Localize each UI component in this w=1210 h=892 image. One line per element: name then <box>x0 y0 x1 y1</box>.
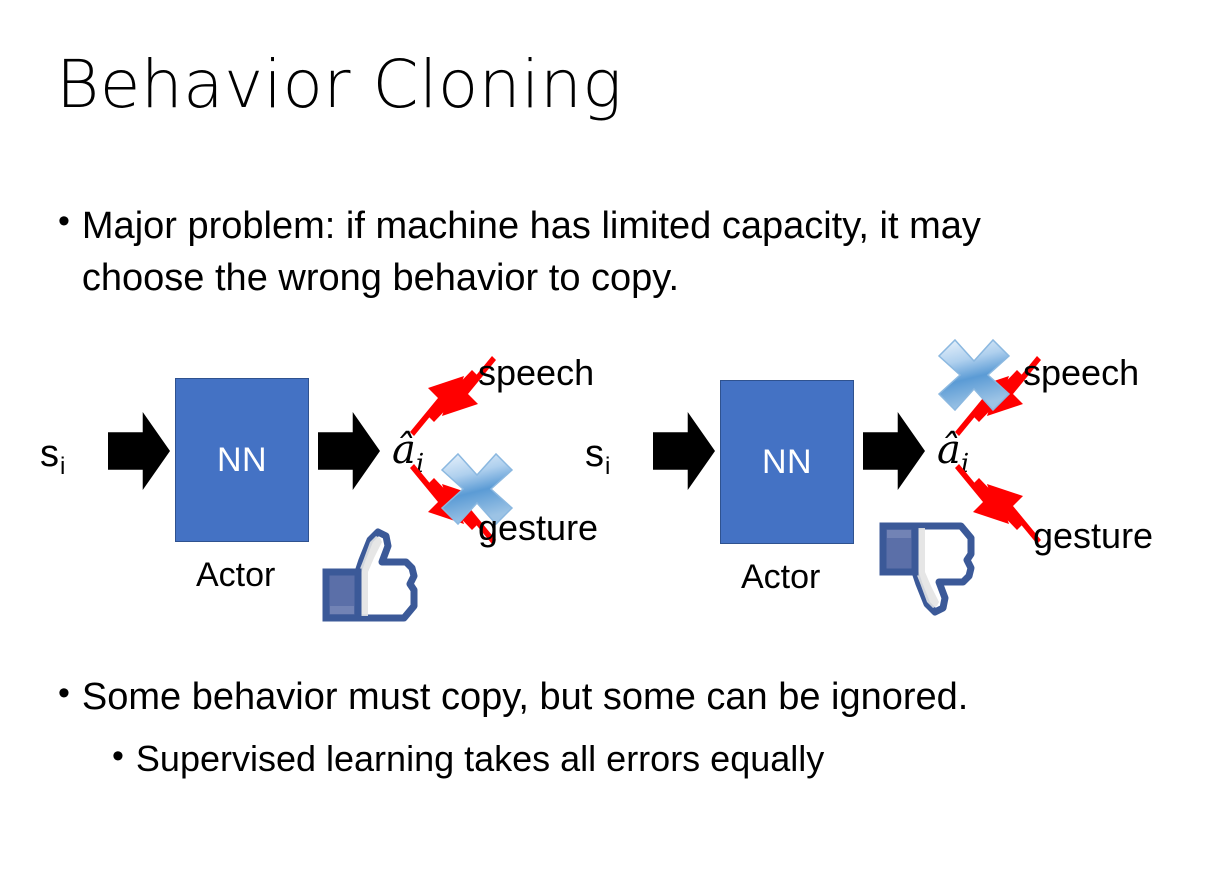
diagram-area: si NN Actor âi <box>0 330 1210 630</box>
bullet-bottom-level1: • Some behavior must copy, but some can … <box>58 672 1158 722</box>
action-symbol: â <box>937 427 961 473</box>
action-subscript: i <box>415 449 425 479</box>
state-symbol: s <box>585 433 604 475</box>
branch-label-speech-left: speech <box>478 352 595 393</box>
state-label-left: si <box>40 433 65 479</box>
actor-label-left: Actor <box>196 556 276 594</box>
block-x-icon-gesture-left <box>438 450 516 528</box>
nn-box-label-right: NN <box>761 443 813 481</box>
action-label-right: âi <box>937 427 969 477</box>
bullet-top-text: Major problem: if machine has limited ca… <box>81 205 981 299</box>
bullet-bottom-level1-text: Some behavior must copy, but some can be… <box>81 676 969 718</box>
action-subscript: i <box>960 449 970 479</box>
bullet-marker-icon: • <box>58 202 70 240</box>
thumbs-down-icon <box>875 520 979 616</box>
nn-box-left: NN <box>175 378 309 542</box>
state-label-right: si <box>585 433 610 479</box>
diagram-left: si NN Actor âi <box>0 330 605 630</box>
output-arrow-left <box>318 412 380 490</box>
bullet-marker-icon: • <box>112 737 124 775</box>
bullet-top: • Major problem: if machine has limited … <box>58 200 1118 304</box>
page-title: Behavior Cloning <box>56 46 623 123</box>
state-subscript: i <box>60 453 66 480</box>
state-subscript: i <box>605 453 611 480</box>
state-symbol: s <box>40 433 59 475</box>
bullet-row: • Major problem: if machine has limited … <box>58 200 1118 304</box>
nn-box-label-left: NN <box>216 441 268 479</box>
bullet-row: • Supervised learning takes all errors e… <box>112 735 1172 783</box>
thumbs-up-icon <box>318 528 422 624</box>
input-arrow-left <box>108 412 170 490</box>
branch-arrow-speech-left <box>408 350 498 442</box>
actor-label-right: Actor <box>741 558 821 596</box>
block-x-icon-speech-right <box>935 336 1013 414</box>
action-symbol: â <box>392 427 416 473</box>
bullet-marker-icon: • <box>58 674 70 712</box>
branch-label-gesture-right: gesture <box>1033 515 1154 556</box>
nn-box-right: NN <box>720 380 854 544</box>
bullet-bottom-level2: • Supervised learning takes all errors e… <box>112 735 1172 783</box>
action-label-left: âi <box>392 427 424 477</box>
diagram-right: si NN Actor âi <box>545 330 1154 630</box>
branch-arrow-gesture-right <box>953 458 1043 550</box>
bullet-row: • Some behavior must copy, but some can … <box>58 672 1158 722</box>
branch-label-speech-right: speech <box>1023 352 1140 393</box>
branch-label-gesture-left: gesture <box>478 507 599 548</box>
output-arrow-right <box>863 412 925 490</box>
input-arrow-right <box>653 412 715 490</box>
bullet-bottom-level2-text: Supervised learning takes all errors equ… <box>135 738 825 779</box>
